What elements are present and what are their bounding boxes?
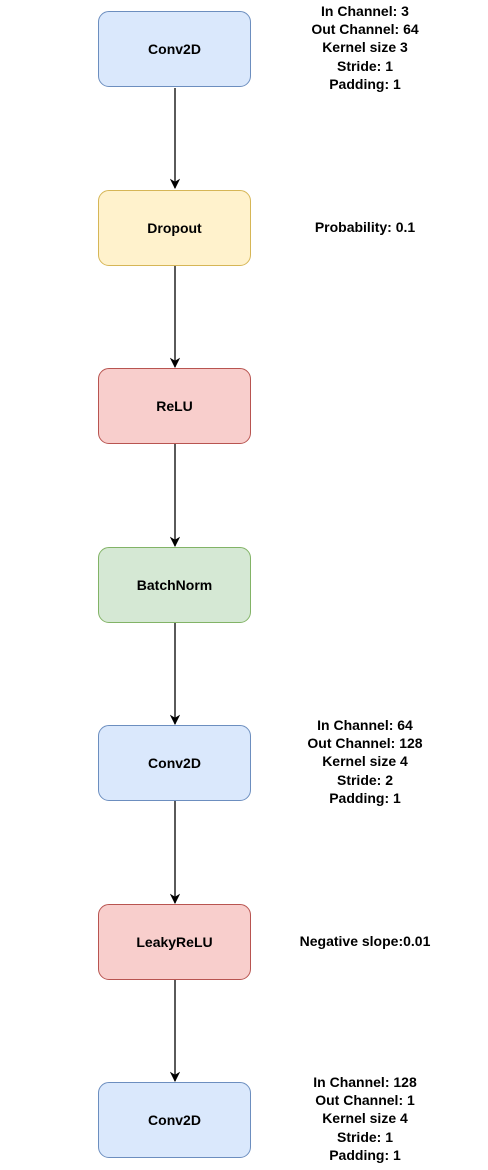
node-label: LeakyReLU [136, 934, 213, 950]
param-line: Negative slope:0.01 [299, 933, 431, 949]
leakyrelu-params: Negative slope:0.01 [285, 932, 445, 950]
node-label: Dropout [147, 220, 202, 236]
param-line: In Channel: 64 [317, 717, 413, 733]
param-line: In Channel: 128 [313, 1074, 417, 1090]
param-line: Kernel size 3 [322, 39, 408, 56]
node-label: ReLU [156, 398, 193, 414]
param-line: Stride: 2 [336, 771, 393, 788]
conv2d-3-params: In Channel: 128 Out Channel: 1 Kernel si… [285, 1073, 445, 1164]
param-line: Out Channel: 64 [311, 21, 419, 38]
param-line: Padding: 1 [329, 789, 401, 806]
param-line: Kernel size 4 [322, 1110, 408, 1127]
conv2d-1-params: In Channel: 3 Out Channel: 64 Kernel siz… [285, 2, 445, 93]
param-line: In Channel: 3 [321, 3, 409, 19]
conv2d-2-params: In Channel: 64 Out Channel: 128 Kernel s… [285, 716, 445, 807]
dropout-node: Dropout [98, 190, 251, 266]
conv2d-node-2: Conv2D [98, 725, 251, 801]
param-line: Padding: 1 [329, 75, 401, 92]
node-label: BatchNorm [136, 577, 213, 593]
conv2d-node-3: Conv2D [98, 1082, 251, 1158]
param-line: Stride: 1 [336, 57, 393, 74]
param-line: Stride: 1 [336, 1128, 393, 1145]
conv2d-node-1: Conv2D [98, 11, 251, 87]
param-line: Padding: 1 [329, 1146, 401, 1163]
node-label: Conv2D [148, 1112, 201, 1128]
param-line: Out Channel: 1 [315, 1092, 415, 1109]
leakyrelu-node: LeakyReLU [98, 904, 251, 980]
relu-node: ReLU [98, 368, 251, 444]
param-line: Probability: 0.1 [314, 219, 416, 235]
node-label: Conv2D [148, 755, 201, 771]
node-label: Conv2D [148, 41, 201, 57]
param-line: Kernel size 4 [322, 753, 408, 770]
param-line: Out Channel: 128 [307, 735, 423, 752]
batchnorm-node: BatchNorm [98, 547, 251, 623]
dropout-params: Probability: 0.1 [285, 218, 445, 236]
